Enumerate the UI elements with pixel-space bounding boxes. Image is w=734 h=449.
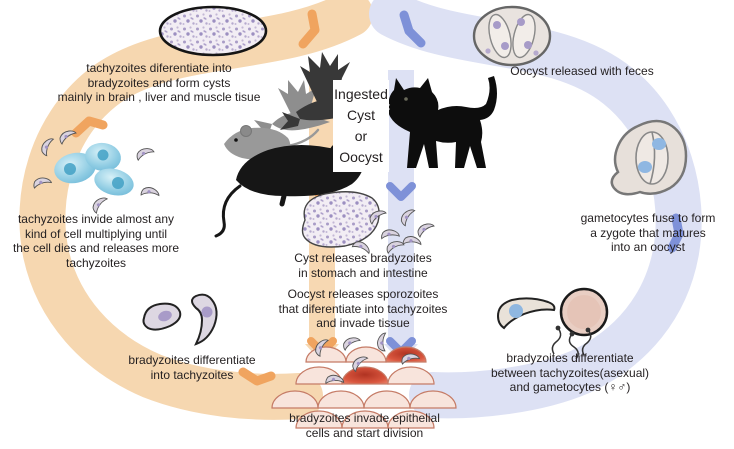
label-oocyst-releases-sporozoites: Oocyst releases sporozoites that diferen… — [278, 287, 448, 330]
label-tachyzoites-invade-cells: tachyzoites invide almost any kind of ce… — [12, 212, 180, 270]
microgametes — [551, 327, 592, 360]
tissue-cyst-figure — [158, 5, 268, 57]
epithelial-cells-figure — [271, 331, 457, 429]
infected-cells-figure — [32, 130, 161, 215]
blue-flow-chevrons — [399, 10, 684, 253]
label-bradyzoites-invade-epithelial: bradyzoites invade epithelial cells and … — [289, 411, 440, 440]
label-tachyzoites-to-bradyzoites: tachyzoites diferentiate into bradyzoite… — [57, 61, 261, 104]
label-bradyzoites-differentiate-gametocytes: bradyzoites differentiate between tachyz… — [490, 351, 650, 394]
orange-flow-chevrons — [71, 9, 320, 386]
cyst-release-figure — [301, 191, 435, 260]
ingested-cyst-or-oocyst-box: Ingested Cyst or Oocyst — [333, 80, 389, 172]
label-cyst-releases-bradyzoites: Cyst releases bradyzoites in stomach and… — [294, 251, 432, 280]
label-gametocytes-fuse-zygote: gametocytes fuse to form a zygote that m… — [580, 211, 716, 254]
sporulated-oocyst-figure — [610, 119, 688, 196]
label-oocyst-released-with-feces: Oocyst released with feces — [510, 64, 654, 78]
oocyst-feces-figure — [472, 5, 552, 67]
label-ingested-cyst-or-oocyst: Ingested Cyst or Oocyst — [334, 86, 388, 165]
bradyzoite-pair-figure — [142, 293, 218, 346]
label-bradyzoites-to-tachyzoites: bradyzoites differentiate into tachyzoit… — [128, 353, 256, 382]
gametocyte-figures — [496, 287, 609, 360]
